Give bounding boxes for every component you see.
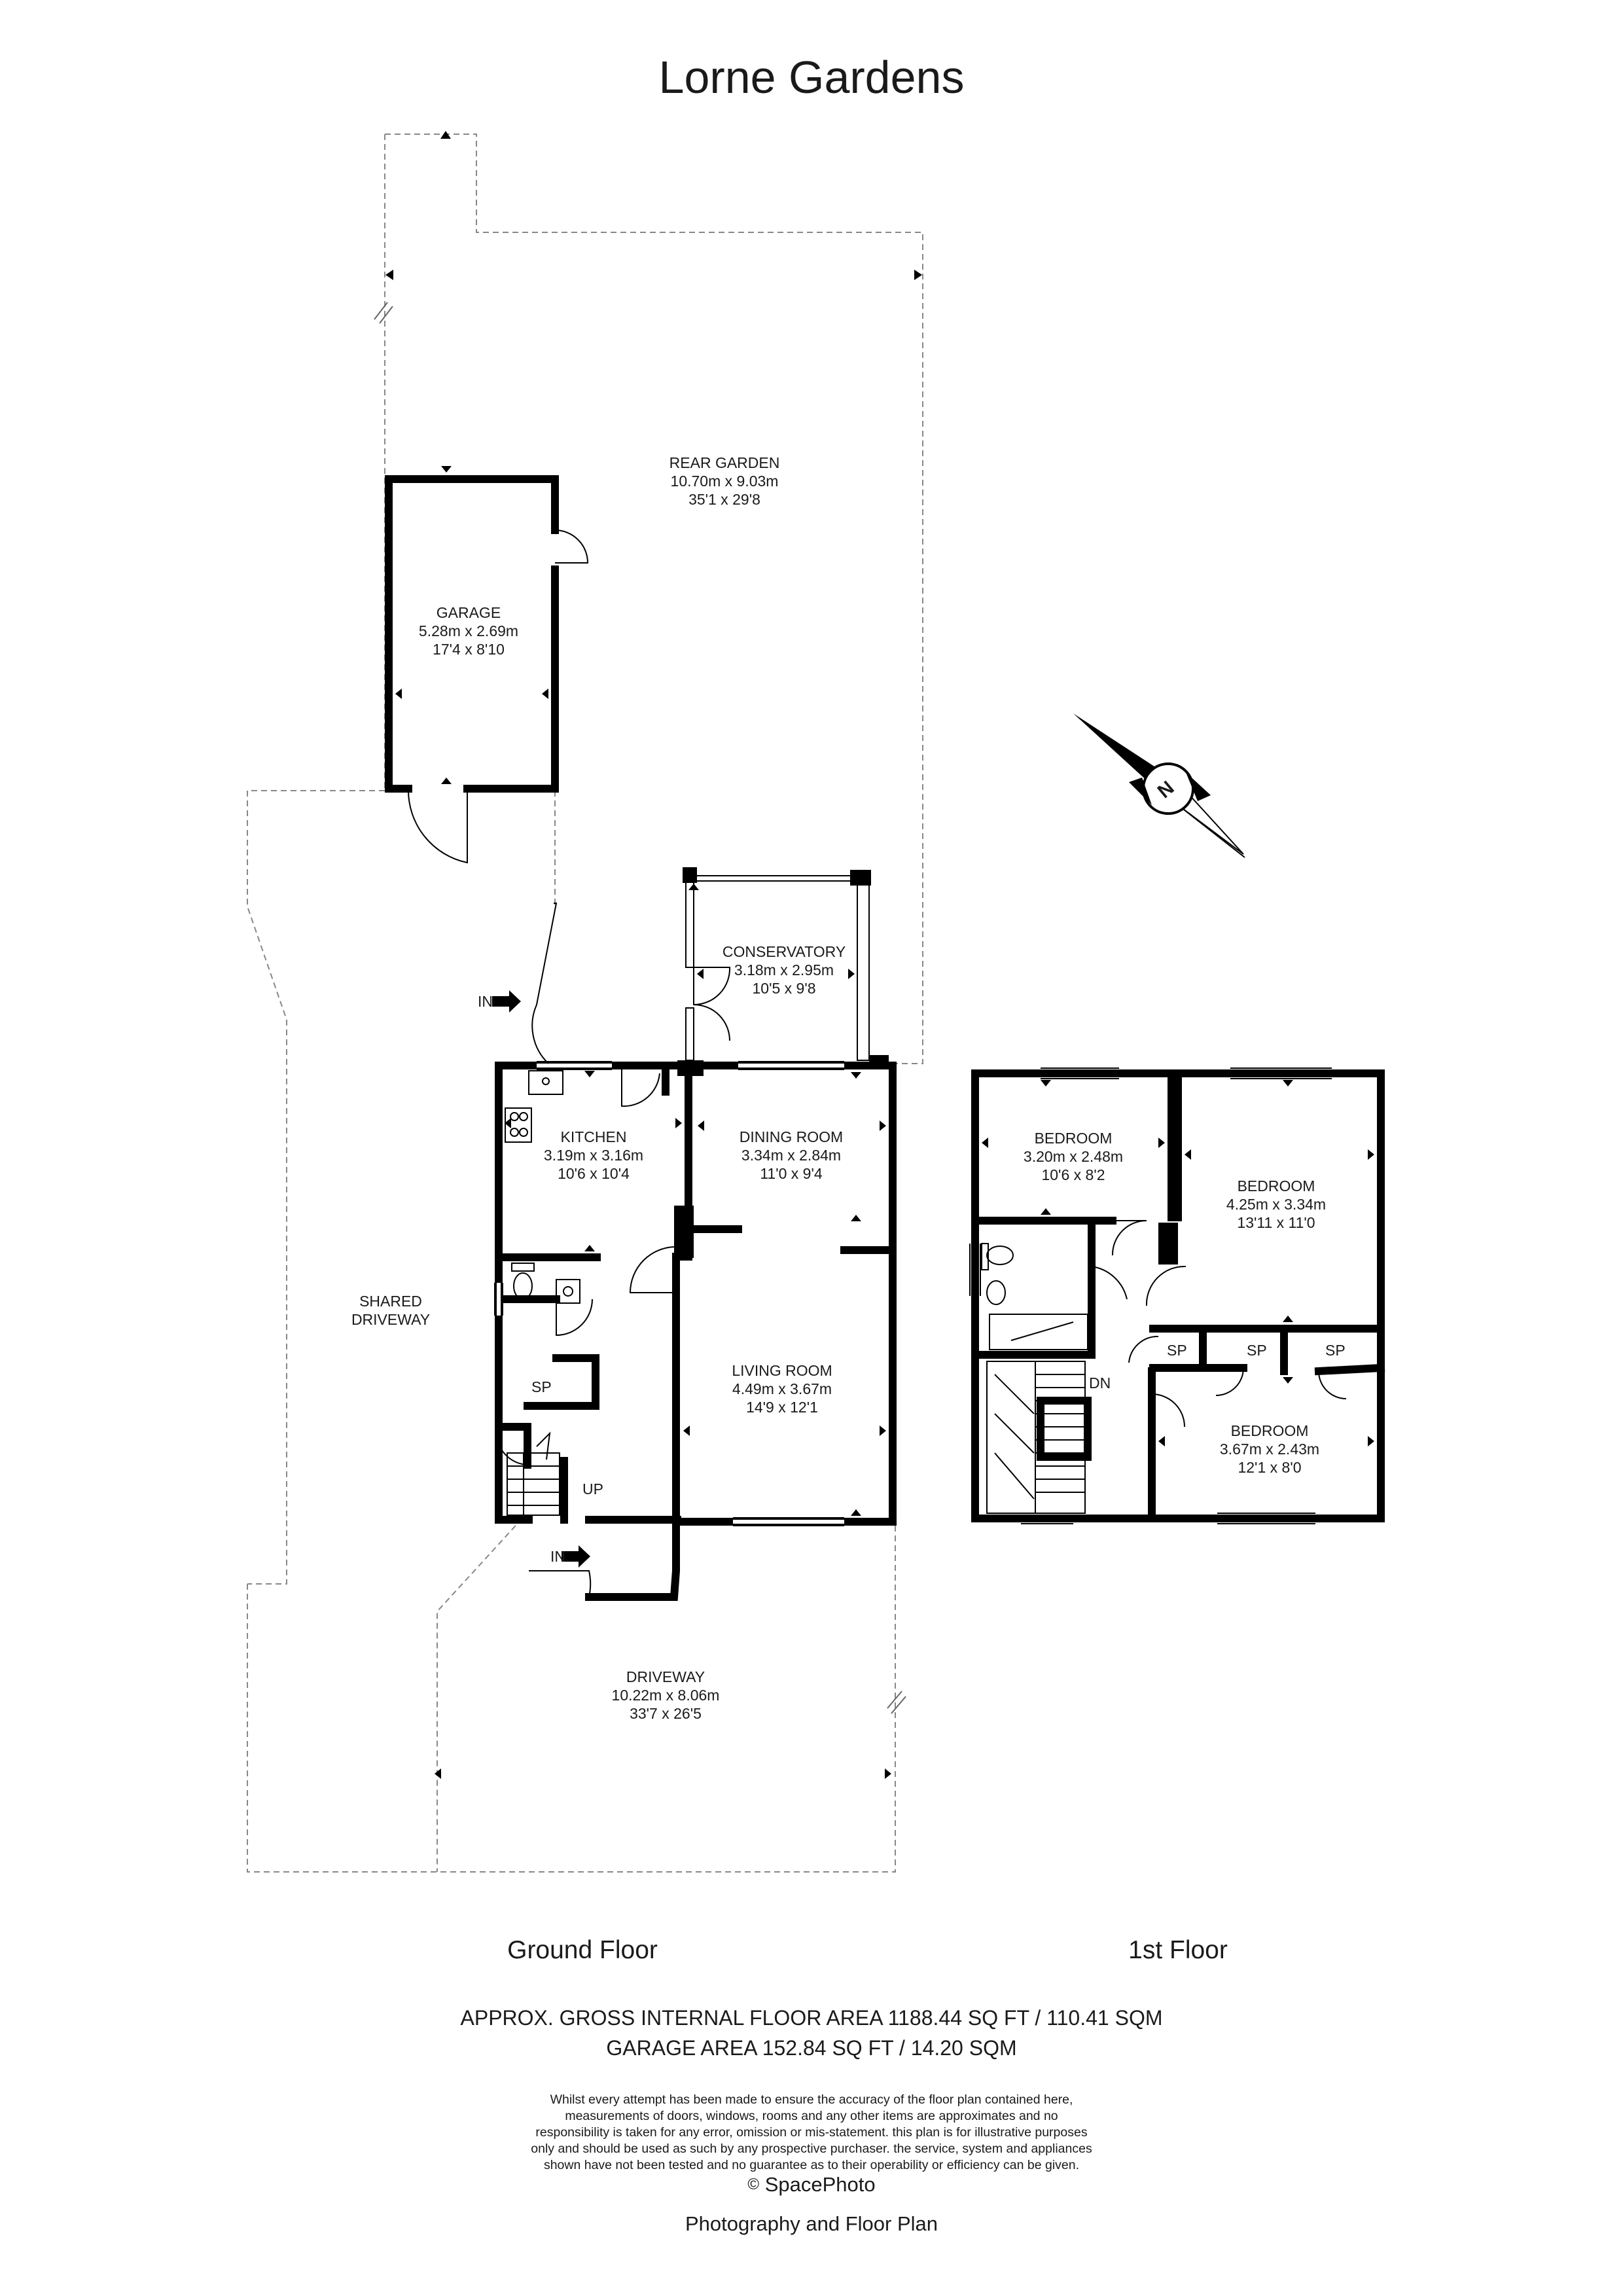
room-imperial: 13'11 x 11'0 xyxy=(1237,1214,1315,1231)
boundary-break-marks xyxy=(374,302,906,1714)
disclaimer-line: measurements of doors, windows, rooms an… xyxy=(565,2109,1058,2123)
storage-label-ground: SP xyxy=(531,1378,552,1395)
room-imperial: 10'6 x 10'4 xyxy=(558,1165,630,1182)
storage-label-2: SP xyxy=(1247,1342,1267,1359)
room-metric: 4.25m x 3.34m xyxy=(1226,1196,1327,1213)
compass-icon xyxy=(1073,713,1245,858)
room-label-kitchen: KITCHEN 3.19m x 3.16m 10'6 x 10'4 xyxy=(544,1128,643,1183)
window-gaps xyxy=(497,1064,844,1524)
entry-label-front: IN xyxy=(550,1548,565,1565)
room-imperial: 12'1 x 8'0 xyxy=(1238,1459,1302,1476)
room-name: BEDROOM xyxy=(1034,1130,1113,1147)
bathroom-walls xyxy=(971,1217,1096,1359)
room-label-shared-driveway: SHARED DRIVEWAY xyxy=(351,1292,430,1329)
dining-living-partition xyxy=(685,1225,897,1254)
room-name: REAR GARDEN xyxy=(669,454,780,471)
door-swings xyxy=(407,529,731,1598)
credit-tagline: Photography and Floor Plan xyxy=(685,2212,938,2235)
room-metric: 4.49m x 3.67m xyxy=(732,1380,832,1397)
room-label-dining-room: DINING ROOM 3.34m x 2.84m 11'0 x 9'4 xyxy=(740,1128,843,1183)
storage-label-1: SP xyxy=(1167,1342,1187,1359)
storage-walls xyxy=(1149,1325,1385,1376)
disclaimer-line: responsibility is taken for any error, o… xyxy=(535,2125,1088,2140)
room-label-driveway: DRIVEWAY 10.22m x 8.06m 33'7 x 26'5 xyxy=(612,1668,720,1723)
kitchen-fixtures xyxy=(505,1070,563,1143)
first-floor-caption: 1st Floor xyxy=(1128,1936,1228,1964)
wc-fixtures xyxy=(511,1263,580,1304)
stairs-up-label: UP xyxy=(582,1480,603,1498)
room-name: KITCHEN xyxy=(560,1128,627,1145)
room-name: DRIVEWAY xyxy=(626,1668,705,1685)
measurement-arrowheads xyxy=(385,131,1374,1779)
first-floor-outline xyxy=(971,1069,1385,1522)
room-label-rear-garden: REAR GARDEN 10.70m x 9.03m 35'1 x 29'8 xyxy=(669,454,780,509)
credit-brand: © SpacePhoto xyxy=(0,2173,1623,2197)
ground-floor-caption: Ground Floor xyxy=(507,1936,658,1964)
window-lines xyxy=(494,1061,844,1526)
copyright-icon: © xyxy=(747,2176,760,2193)
room-imperial: 10'6 x 8'2 xyxy=(1041,1166,1105,1183)
gross-area-line: APPROX. GROSS INTERNAL FLOOR AREA 1188.4… xyxy=(460,2006,1163,2030)
stairs-down-label: DN xyxy=(1089,1374,1111,1391)
room-imperial: 33'7 x 26'5 xyxy=(630,1705,702,1722)
room-metric: 10.70m x 9.03m xyxy=(670,473,779,490)
room-imperial: 35'1 x 29'8 xyxy=(688,491,760,508)
entry-arrows xyxy=(492,990,590,1568)
rear-garden-boundary xyxy=(385,134,923,1064)
room-metric: 3.67m x 2.43m xyxy=(1219,1441,1320,1458)
room-name-line1: SHARED xyxy=(359,1293,422,1310)
hall-walls xyxy=(495,1295,599,1524)
room-label-bedroom-3: BEDROOM 3.67m x 2.43m 12'1 x 8'0 xyxy=(1220,1422,1319,1477)
room-imperial: 14'9 x 12'1 xyxy=(746,1399,818,1416)
room-metric: 10.22m x 8.06m xyxy=(611,1687,720,1704)
driveway-inner-boundary xyxy=(437,1518,523,1872)
room-imperial: 10'5 x 9'8 xyxy=(752,980,816,997)
room-imperial: 11'0 x 9'4 xyxy=(760,1165,823,1182)
garage-walls xyxy=(385,475,559,793)
room-metric: 3.19m x 3.16m xyxy=(543,1147,644,1164)
brand-name: SpacePhoto xyxy=(764,2173,876,2196)
first-floor-details xyxy=(969,1067,1347,1524)
room-name: BEDROOM xyxy=(1237,1177,1315,1194)
entry-label-side: IN xyxy=(478,993,493,1010)
void-walls xyxy=(1037,1397,1092,1461)
conservatory-frame xyxy=(683,867,871,1061)
room-label-bedroom-1: BEDROOM 3.20m x 2.48m 10'6 x 8'2 xyxy=(1024,1129,1123,1184)
room-label-conservatory: CONSERVATORY 3.18m x 2.95m 10'5 x 9'8 xyxy=(722,942,846,997)
ground-stairs xyxy=(507,1431,560,1516)
room-metric: 3.20m x 2.48m xyxy=(1023,1148,1124,1165)
garage-area-line: GARAGE AREA 152.84 SQ FT / 14.20 SQM xyxy=(606,2036,1017,2060)
room-name: DINING ROOM xyxy=(739,1128,844,1145)
disclaimer-line: Whilst every attempt has been made to en… xyxy=(550,2092,1073,2107)
room-metric: 3.34m x 2.84m xyxy=(741,1147,842,1164)
room-name: LIVING ROOM xyxy=(732,1362,832,1379)
disclaimer-line: shown have not been tested and no guaran… xyxy=(543,2158,1080,2172)
wall-stubs xyxy=(674,1055,1178,1265)
room-metric: 5.28m x 2.69m xyxy=(418,622,519,639)
storage-label-3: SP xyxy=(1325,1342,1346,1359)
room-name-line2: DRIVEWAY xyxy=(351,1311,431,1328)
shared-driveway-boundary xyxy=(247,790,385,1585)
room-name: BEDROOM xyxy=(1230,1422,1309,1439)
room-imperial: 17'4 x 8'10 xyxy=(433,641,505,658)
room-label-bedroom-2: BEDROOM 4.25m x 3.34m 13'11 x 11'0 xyxy=(1226,1177,1326,1232)
disclaimer-line: only and should be used as such by any p… xyxy=(531,2142,1092,2156)
driveway-boundary xyxy=(247,1520,896,1873)
room-metric: 3.18m x 2.95m xyxy=(734,961,834,978)
room-label-garage: GARAGE 5.28m x 2.69m 17'4 x 8'10 xyxy=(419,603,518,658)
room-name: GARAGE xyxy=(436,604,501,621)
disclaimer: Whilst every attempt has been made to en… xyxy=(419,2092,1204,2174)
room-label-living-room: LIVING ROOM 4.49m x 3.67m 14'9 x 12'1 xyxy=(732,1361,832,1416)
room-name: CONSERVATORY xyxy=(722,943,846,960)
page-title: Lorne Gardens xyxy=(658,52,965,103)
